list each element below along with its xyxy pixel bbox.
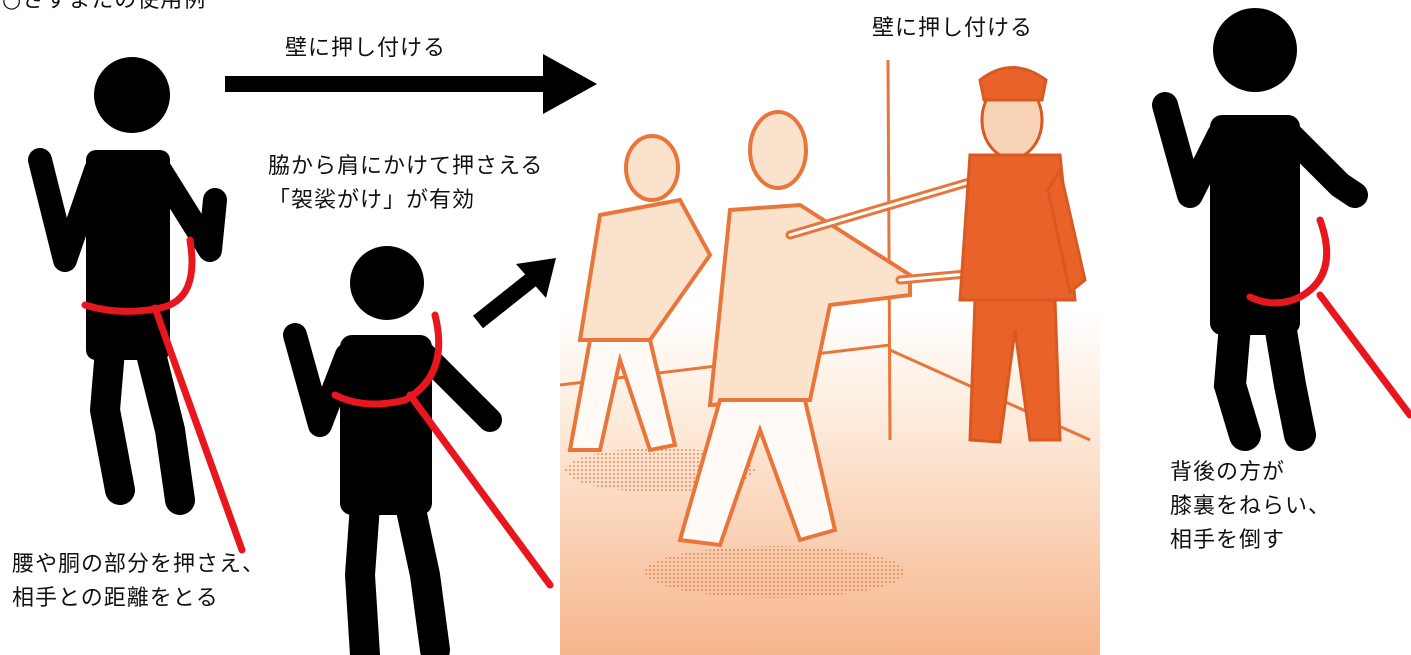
scene-drawing	[559, 59, 1100, 655]
person-silhouette-icon	[1152, 8, 1368, 451]
shoulder-hold-caption: 脇から肩にかけて押さえる 「袈裟がけ」が有効	[268, 150, 543, 218]
waist-hold-caption: 腰や胴の部分を押さえ、 相手との距離をとる	[12, 548, 265, 616]
caption-line: 相手との距離をとる	[12, 586, 219, 612]
pole-icon	[81, 236, 246, 554]
caption-line: 「袈裟がけ」が有効	[268, 188, 476, 214]
figure-shoulder-hold	[283, 246, 554, 655]
person-silhouette-icon	[28, 57, 227, 515]
figure-waist-hold	[28, 57, 246, 554]
wall-push-illustration	[559, 40, 1100, 655]
knee-hold-caption: 背後の方が 膝裏をねらい、 相手を倒す	[1170, 456, 1331, 558]
diagonal-arrow-icon	[473, 258, 556, 329]
wall-push-label: 壁に押し付ける	[872, 16, 1034, 41]
person-silhouette-icon	[283, 246, 502, 655]
caption-line: 膝裏をねらい、	[1170, 494, 1332, 520]
push-to-wall-label: 壁に押し付ける	[285, 36, 447, 61]
suspect-person-icon	[958, 66, 1087, 444]
pole-icon	[331, 311, 554, 589]
pusher-person-icon	[677, 110, 912, 548]
caption-line: 背後の方が	[1170, 460, 1286, 485]
helper-person-icon	[567, 134, 713, 453]
header-text: ○さすまたの使用例	[2, 0, 207, 13]
caption-line: 脇から肩にかけて押さえる	[268, 154, 544, 179]
pole-icon	[1246, 216, 1411, 419]
caption-line: 相手を倒す	[1170, 528, 1286, 554]
caption-line: 腰や胴の部分を押さえ、	[12, 552, 266, 577]
right-arrow-icon	[225, 54, 597, 114]
figure-knee-hold	[1152, 8, 1411, 451]
